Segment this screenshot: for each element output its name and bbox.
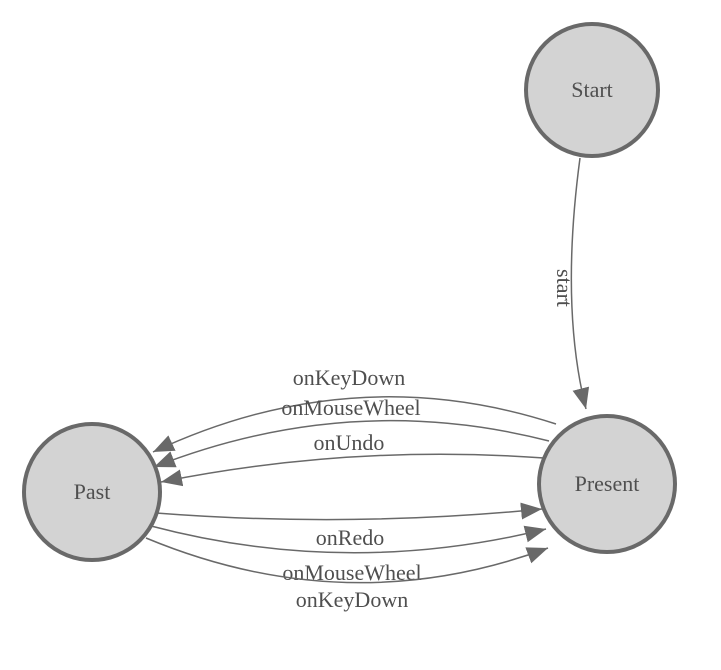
edge-onundo-path[interactable] xyxy=(160,453,545,487)
edge-start-label: start xyxy=(552,269,577,307)
edge-onmousewheel-present-to-past[interactable]: onMouseWheel xyxy=(153,395,550,468)
present-node-circle[interactable] xyxy=(537,414,677,554)
edge-onkeydown-top-label: onKeyDown xyxy=(293,365,405,390)
start-node-circle[interactable] xyxy=(524,22,660,158)
past-node-circle[interactable] xyxy=(22,422,162,562)
edge-onkeydown-past-to-present[interactable]: onKeyDown xyxy=(145,537,549,612)
edge-onkeydown-present-to-past[interactable]: onKeyDown xyxy=(152,365,557,453)
edge-onkeydown-bottom-path[interactable] xyxy=(145,537,549,584)
edge-onkeydown-bottom-label: onKeyDown xyxy=(296,587,408,612)
edge-onundo-label: onUndo xyxy=(314,430,385,455)
edge-start[interactable]: start xyxy=(552,157,590,410)
state-node-past[interactable]: Past xyxy=(22,422,162,562)
edge-onundo-present-to-past[interactable]: onUndo xyxy=(160,430,545,487)
start-node-label: Start xyxy=(571,77,613,102)
state-node-present[interactable]: Present xyxy=(537,414,677,554)
past-node-label: Past xyxy=(74,479,111,504)
edge-onredo-label: onRedo xyxy=(316,525,384,550)
edge-onredo-past-to-present[interactable]: onRedo xyxy=(155,502,543,550)
edge-onredo-path[interactable] xyxy=(155,502,543,521)
edge-onkeydown-top-path[interactable] xyxy=(152,396,557,453)
edge-onmousewheel-top-path[interactable] xyxy=(153,419,550,468)
state-node-start[interactable]: Start xyxy=(524,22,660,158)
edge-onmousewheel-top-label: onMouseWheel xyxy=(281,395,420,420)
present-node-label: Present xyxy=(575,471,640,496)
edge-start-path[interactable] xyxy=(570,157,590,410)
edge-onmousewheel-bottom-path[interactable] xyxy=(150,525,547,554)
